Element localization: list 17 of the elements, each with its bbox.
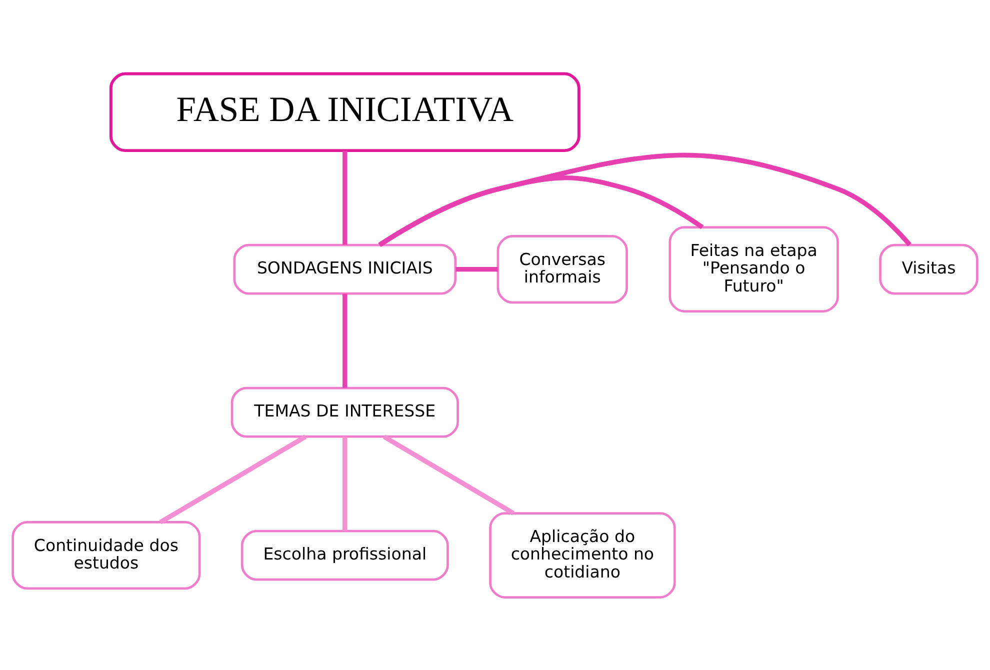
node-box: Feitas na etapa "Pensando o Futuro" xyxy=(668,226,839,312)
connector xyxy=(342,150,348,244)
connector xyxy=(378,152,912,246)
node-box: Aplicação do conhecimento no cotidiano xyxy=(489,512,676,598)
connector xyxy=(342,436,348,530)
connector xyxy=(378,174,704,246)
node-box: Continuidade dos estudos xyxy=(12,520,201,590)
connector xyxy=(342,293,348,388)
node-box: FASE DA INICIATIVA xyxy=(109,72,580,152)
node-box: Visitas xyxy=(879,243,978,294)
node-box: Escolha profissional xyxy=(240,529,449,580)
connector xyxy=(456,266,498,272)
connector xyxy=(382,434,515,515)
node-box: TEMAS DE INTERESSE xyxy=(230,386,459,438)
connector xyxy=(159,434,307,524)
node-box: Conversas informais xyxy=(496,234,628,304)
node-box: SONDAGENS INICIAIS xyxy=(233,243,457,294)
